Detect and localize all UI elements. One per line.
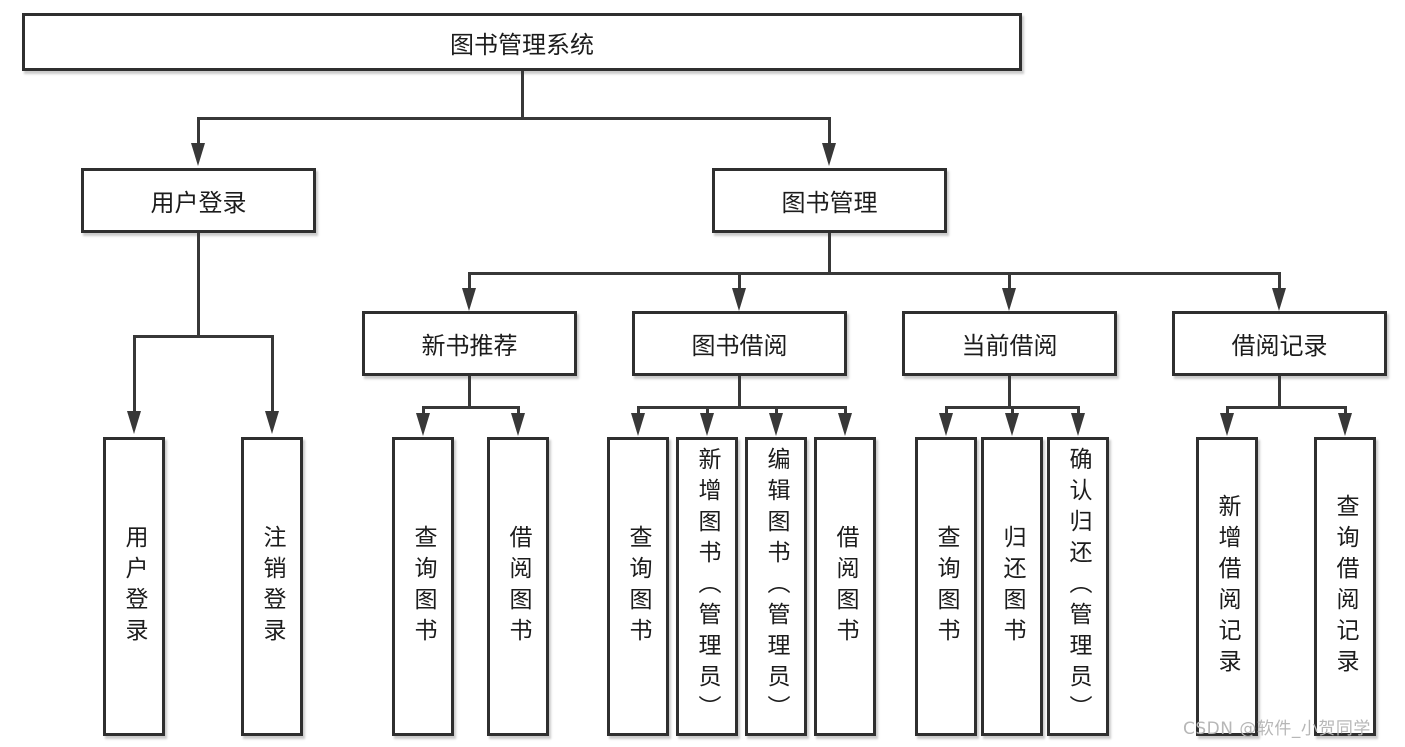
- arrow-down-icon: [191, 143, 205, 166]
- node-new-book-recommend: 新书推荐: [362, 311, 577, 376]
- connector-line: [828, 117, 831, 144]
- connector-line: [738, 272, 741, 289]
- leaf-borrow-books: 借阅图书: [814, 437, 876, 736]
- leaf-borrow-books-recommend: 借阅图书: [487, 437, 549, 736]
- connector-line: [1011, 406, 1014, 413]
- node-book-borrow: 图书借阅: [632, 311, 847, 376]
- connector-line: [1226, 406, 1346, 409]
- connector-line: [945, 406, 948, 413]
- connector-line: [1278, 272, 1281, 289]
- arrow-down-icon: [1071, 413, 1085, 436]
- leaf-return-books: 归还图书: [981, 437, 1043, 736]
- connector-line: [637, 406, 846, 409]
- connector-line: [521, 71, 524, 118]
- arrow-down-icon: [700, 413, 714, 436]
- arrow-down-icon: [732, 288, 746, 311]
- connector-line: [468, 376, 471, 407]
- connector-line: [271, 335, 274, 411]
- connector-line: [133, 335, 136, 411]
- connector-line: [775, 406, 778, 413]
- leaf-edit-books-admin: 编辑图书（管理员）: [745, 437, 807, 736]
- connector-line: [468, 272, 1281, 275]
- connector-line: [1008, 272, 1011, 289]
- connector-line: [197, 117, 200, 144]
- arrow-down-icon: [265, 411, 279, 434]
- arrow-down-icon: [1272, 288, 1286, 311]
- leaf-query-books-recommend: 查询图书: [392, 437, 454, 736]
- node-borrow-records: 借阅记录: [1172, 311, 1387, 376]
- arrow-down-icon: [127, 411, 141, 434]
- connector-line: [844, 406, 847, 413]
- leaf-user-login: 用户登录: [103, 437, 165, 736]
- node-library-system: 图书管理系统: [22, 13, 1022, 71]
- watermark: CSDN @软件_小贺同学: [1183, 719, 1371, 739]
- leaf-confirm-return-admin: 确认归还（管理员）: [1047, 437, 1109, 736]
- connector-line: [422, 406, 425, 413]
- arrow-down-icon: [1005, 413, 1019, 436]
- connector-line: [197, 233, 200, 336]
- leaf-query-borrow-record: 查询借阅记录: [1314, 437, 1376, 736]
- connector-line: [637, 406, 640, 413]
- connector-line: [517, 406, 520, 413]
- leaf-logout: 注销登录: [241, 437, 303, 736]
- node-current-borrow: 当前借阅: [902, 311, 1117, 376]
- leaf-query-books-current: 查询图书: [915, 437, 977, 736]
- node-user-login: 用户登录: [81, 168, 316, 233]
- connector-line: [133, 335, 274, 338]
- connector-line: [1344, 406, 1347, 413]
- connector-line: [197, 117, 831, 120]
- arrow-down-icon: [822, 143, 836, 166]
- arrow-down-icon: [511, 413, 525, 436]
- arrow-down-icon: [939, 413, 953, 436]
- arrow-down-icon: [631, 413, 645, 436]
- connector-line: [468, 272, 471, 289]
- connector-line: [1278, 376, 1281, 407]
- leaf-add-borrow-record: 新增借阅记录: [1196, 437, 1258, 736]
- connector-line: [1226, 406, 1229, 413]
- leaf-add-books-admin: 新增图书（管理员）: [676, 437, 738, 736]
- arrow-down-icon: [1220, 413, 1234, 436]
- arrow-down-icon: [1002, 288, 1016, 311]
- node-book-management: 图书管理: [712, 168, 947, 233]
- connector-line: [706, 406, 709, 413]
- arrow-down-icon: [1338, 413, 1352, 436]
- connector-line: [738, 376, 741, 407]
- arrow-down-icon: [462, 288, 476, 311]
- connector-line: [422, 406, 520, 409]
- connector-line: [828, 233, 831, 274]
- arrow-down-icon: [769, 413, 783, 436]
- leaf-query-books-borrow: 查询图书: [607, 437, 669, 736]
- connector-line: [1077, 406, 1080, 413]
- arrow-down-icon: [416, 413, 430, 436]
- arrow-down-icon: [838, 413, 852, 436]
- connector-line: [1008, 376, 1011, 407]
